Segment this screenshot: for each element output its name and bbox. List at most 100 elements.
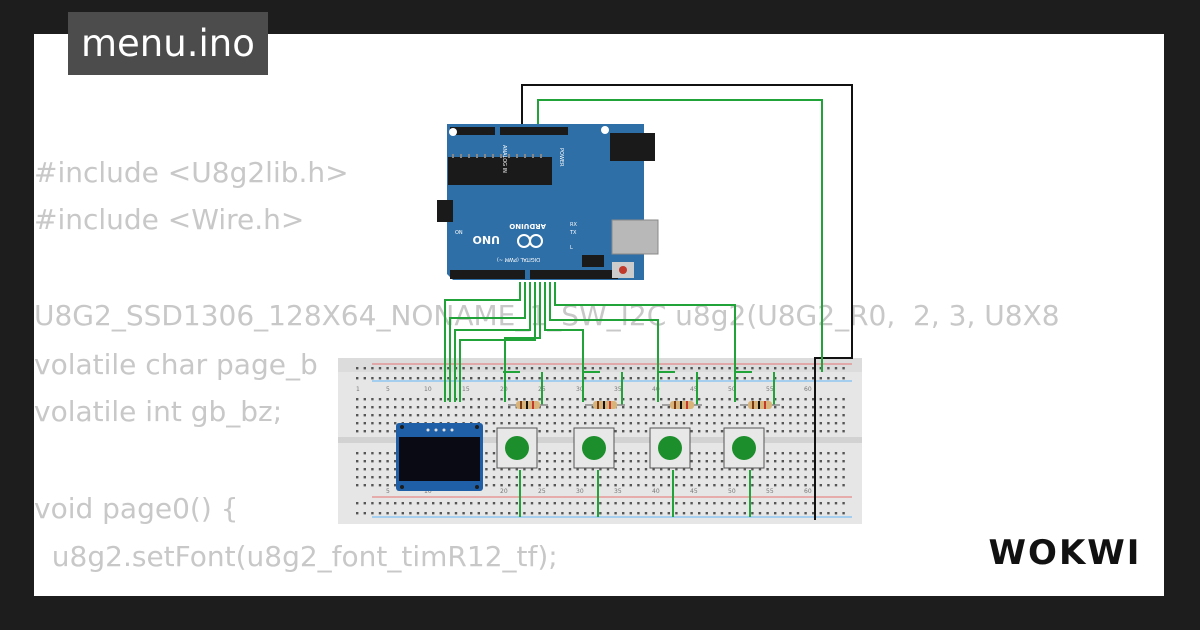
breadboard-hole — [371, 460, 374, 463]
breadboard-hole — [842, 484, 845, 487]
breadboard-hole — [774, 414, 777, 417]
breadboard-hole — [363, 430, 366, 433]
breadboard-hole — [827, 468, 830, 471]
push-buttons[interactable] — [496, 427, 765, 469]
breadboard-hole — [758, 476, 762, 479]
breadboard-hole — [492, 476, 496, 479]
col-number: 30 — [576, 386, 584, 393]
breadboard-hole — [789, 452, 792, 455]
breadboard-hole — [530, 422, 534, 425]
breadboard-hole — [523, 422, 526, 425]
breadboard-hole — [462, 512, 465, 515]
breadboard-hole — [834, 422, 838, 425]
col-number: 60 — [804, 386, 812, 393]
breadboard-hole — [538, 398, 541, 401]
breadboard-hole — [751, 484, 754, 487]
arduino-uno-board[interactable]: UNO ARDUINO DIGITAL (PWM ~) POWER ANALOG… — [437, 124, 659, 280]
breadboard-hole — [371, 398, 374, 401]
breadboard-hole — [652, 476, 655, 479]
oled-display[interactable] — [396, 423, 483, 491]
breadboard-hole — [819, 406, 822, 409]
breadboard-hole — [523, 414, 526, 417]
breadboard-hole — [356, 468, 359, 471]
col-number: 50 — [728, 488, 736, 495]
breadboard-hole — [728, 414, 731, 417]
breadboard-hole — [660, 422, 663, 425]
breadboard-hole — [819, 484, 822, 487]
breadboard-hole — [789, 502, 792, 505]
breadboard-hole — [682, 367, 686, 370]
breadboard-hole — [713, 452, 716, 455]
breadboard-hole — [576, 484, 579, 487]
breadboard-hole — [698, 468, 701, 471]
breadboard-hole — [796, 414, 800, 417]
breadboard-hole — [492, 512, 496, 515]
breadboard-hole — [576, 414, 579, 417]
breadboard-hole — [599, 377, 602, 380]
breadboard-hole — [356, 414, 359, 417]
breadboard-hole — [652, 398, 655, 401]
breadboard-hole — [705, 398, 708, 401]
breadboard-hole — [629, 468, 632, 471]
breadboard-hole — [386, 502, 389, 505]
code-line: #include <Wire.h> — [34, 203, 305, 236]
breadboard-hole — [728, 367, 731, 370]
breadboard-hole — [827, 367, 830, 370]
breadboard-hole — [834, 398, 838, 401]
breadboard-hole — [591, 406, 594, 409]
breadboard-hole — [447, 414, 450, 417]
breadboard-hole — [606, 502, 610, 505]
button-wire — [554, 282, 736, 402]
breadboard-hole — [827, 398, 830, 401]
breadboard-hole — [644, 398, 648, 401]
breadboard-hole — [363, 406, 366, 409]
breadboard-hole — [774, 468, 777, 471]
breadboard-hole — [743, 367, 746, 370]
col-number: 55 — [766, 488, 774, 495]
breadboard-hole — [713, 476, 716, 479]
power-header-label: POWER — [558, 148, 564, 167]
breadboard-hole — [485, 476, 488, 479]
breadboard-hole — [356, 422, 359, 425]
breadboard-hole — [720, 460, 724, 463]
breadboard-hole — [812, 476, 815, 479]
breadboard-hole — [508, 377, 511, 380]
breadboard-hole — [401, 512, 404, 515]
resistors[interactable] — [508, 401, 780, 409]
breadboard-hole — [690, 476, 693, 479]
breadboard-hole — [363, 484, 366, 487]
breadboard-hole — [378, 452, 382, 455]
breadboard-hole — [416, 398, 420, 401]
breadboard-hole — [500, 422, 503, 425]
breadboard-hole — [834, 406, 838, 409]
breadboard-hole — [827, 476, 830, 479]
breadboard-hole — [766, 460, 769, 463]
wokwi-logo[interactable]: WOKWI — [980, 526, 1150, 576]
breadboard-hole — [515, 468, 518, 471]
breadboard-hole — [546, 430, 549, 433]
breadboard-hole — [553, 406, 556, 409]
breadboard-hole — [698, 476, 701, 479]
breadboard-hole — [774, 377, 777, 380]
breadboard-hole — [728, 398, 731, 401]
breadboard-hole — [553, 430, 556, 433]
breadboard-hole — [698, 398, 701, 401]
breadboard-hole — [386, 377, 389, 380]
breadboard-hole — [819, 502, 822, 505]
breadboard-hole — [546, 484, 549, 487]
breadboard-hole — [720, 512, 724, 515]
breadboard-hole — [667, 484, 670, 487]
breadboard-hole — [781, 398, 784, 401]
breadboard-hole — [827, 414, 830, 417]
breadboard-hole — [470, 367, 473, 370]
breadboard-hole — [439, 406, 442, 409]
push-button — [496, 427, 538, 469]
breadboard-hole — [523, 377, 526, 380]
breadboard-hole — [690, 367, 693, 370]
breadboard-hole — [546, 476, 549, 479]
breadboard-hole — [568, 512, 572, 515]
breadboard-hole — [644, 430, 648, 433]
breadboard-hole — [675, 502, 678, 505]
breadboard-hole — [667, 367, 670, 370]
breadboard-hole — [614, 452, 617, 455]
